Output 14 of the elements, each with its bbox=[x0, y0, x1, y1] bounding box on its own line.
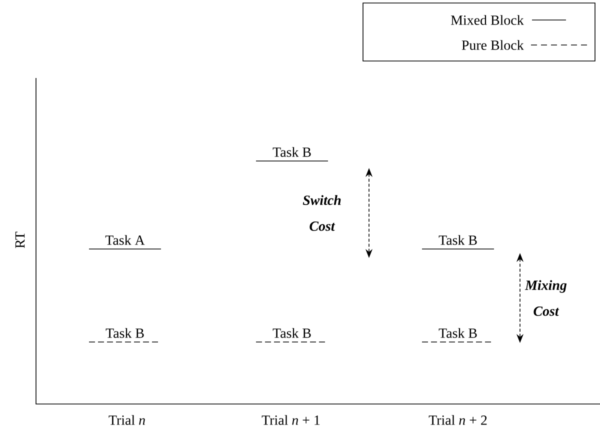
legend-text: Pure Block bbox=[462, 40, 524, 50]
task-label: Task B bbox=[106, 328, 144, 338]
cost-label: Switch Cost bbox=[302, 195, 341, 231]
task-label: Task B bbox=[272, 147, 311, 157]
task-label: Task B bbox=[438, 328, 477, 338]
task-label: Task A bbox=[105, 235, 145, 245]
axis-label: RT bbox=[15, 232, 25, 248]
tick-label: Trial n bbox=[108, 415, 145, 425]
task-label: Task B bbox=[272, 328, 311, 338]
tick-label: Trial n + 1 bbox=[262, 415, 320, 425]
tick-label: Trial n + 2 bbox=[428, 415, 487, 425]
cost-label: Mixing Cost bbox=[524, 280, 567, 316]
legend-text: Mixed Block bbox=[451, 15, 524, 25]
task-label: Task B bbox=[438, 235, 477, 245]
